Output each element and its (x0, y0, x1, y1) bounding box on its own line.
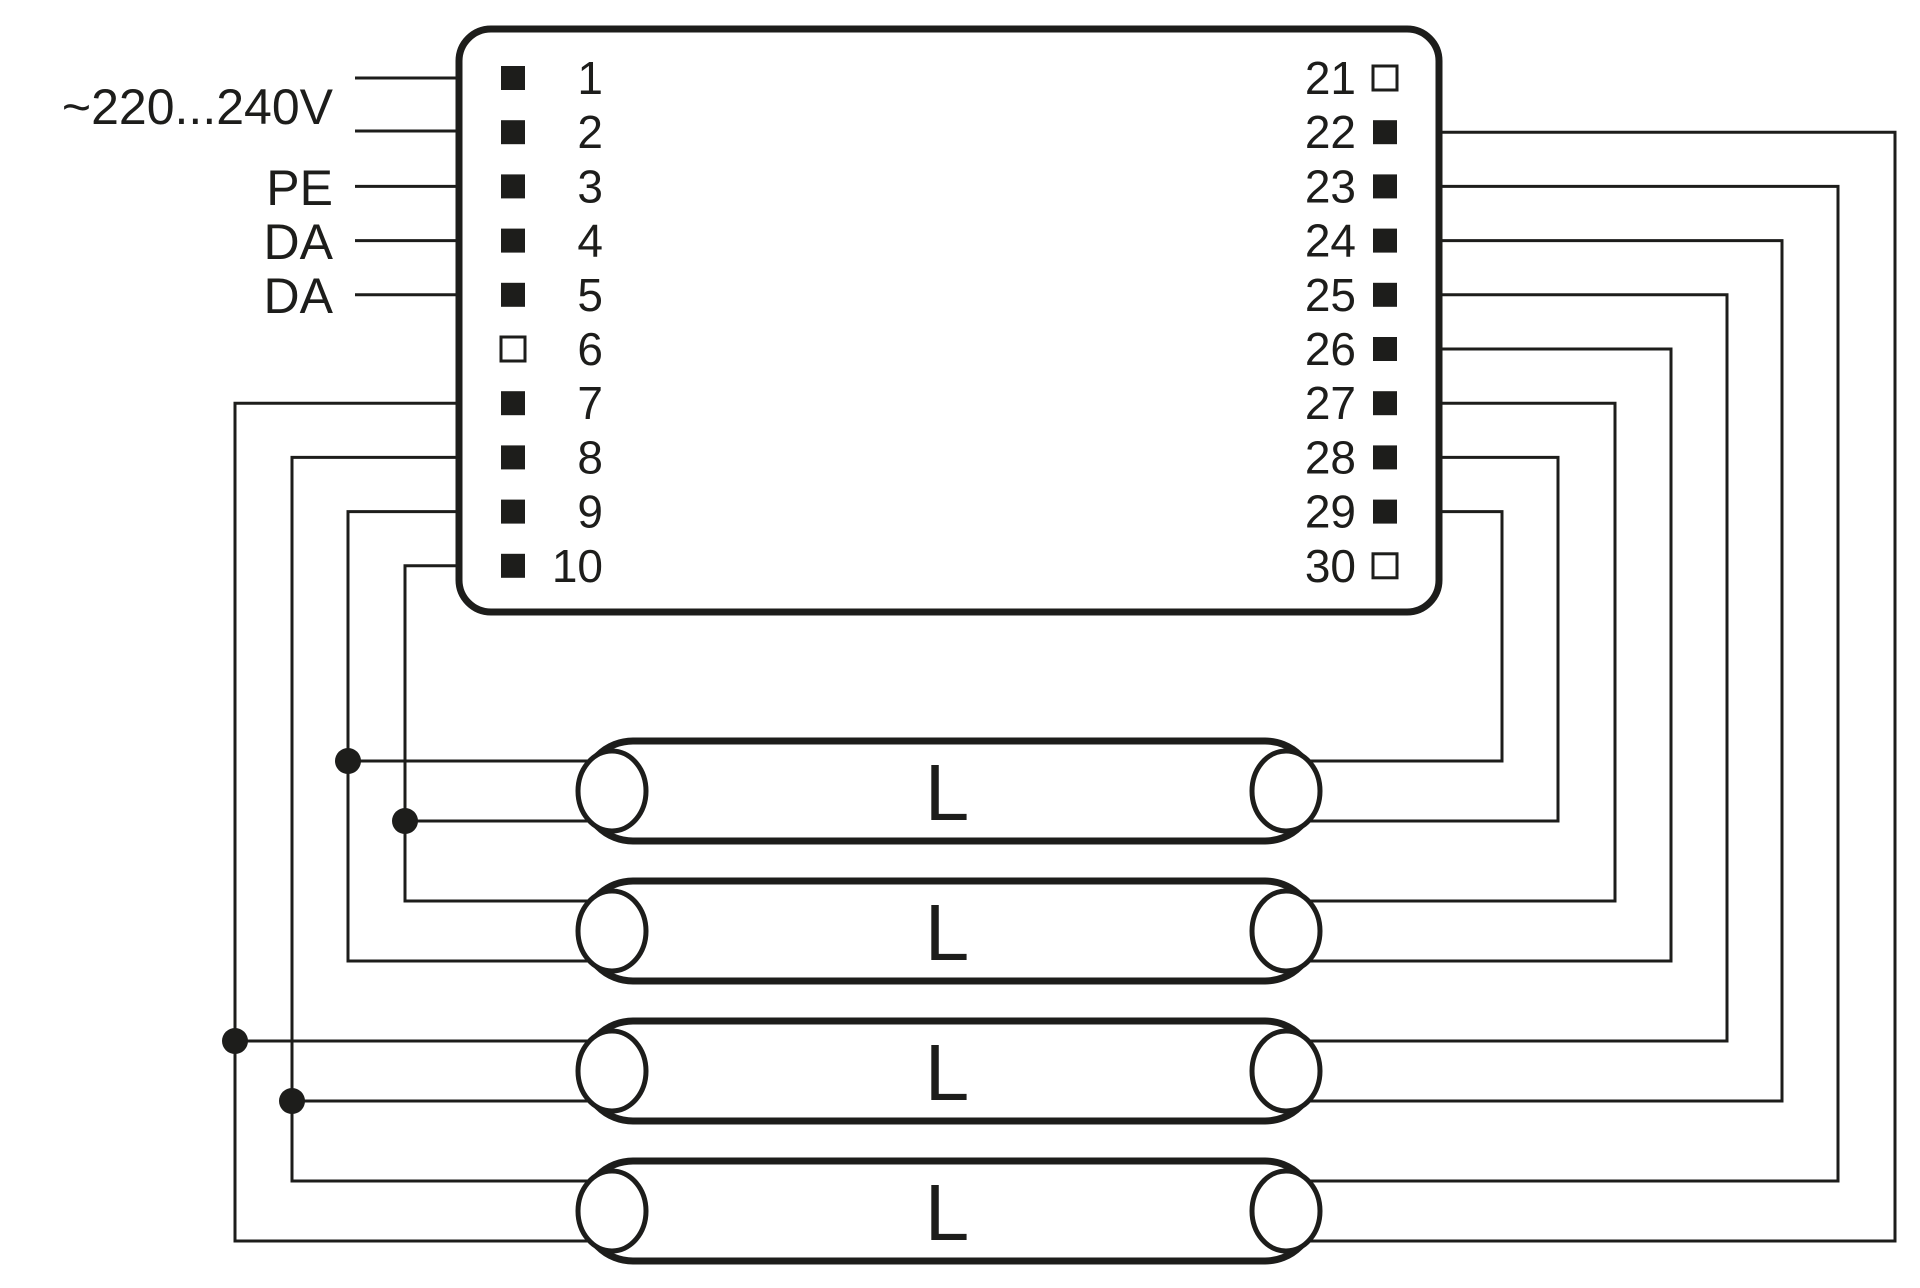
wire-24 (1286, 239, 1784, 1103)
wire-26 (1286, 347, 1673, 963)
terminal-label-25: 25 (1305, 269, 1356, 321)
terminal-9 (501, 499, 525, 524)
junctions (222, 748, 418, 1114)
lamp-4: L (575, 1157, 1323, 1265)
terminal-5 (501, 282, 525, 307)
lamp-2: L (575, 877, 1323, 985)
terminal-label-5: 5 (577, 269, 603, 321)
terminal-label-2: 2 (577, 106, 603, 158)
lamp-filament-right (1249, 1168, 1323, 1254)
junction-dot (222, 1028, 248, 1054)
wire-25 (1286, 293, 1729, 1043)
lamp-filament-left (575, 888, 649, 974)
terminal-22 (1373, 120, 1397, 145)
terminal-label-22: 22 (1305, 106, 1356, 158)
wire-8 (290, 455, 612, 1183)
wire-23 (1286, 184, 1840, 1183)
terminal-label-8: 8 (577, 431, 603, 483)
terminal-27 (1373, 391, 1397, 416)
terminal-28 (1373, 445, 1397, 470)
terminal-label-29: 29 (1305, 486, 1356, 538)
terminal-6 (499, 335, 527, 363)
lamp-filament-right (1249, 888, 1323, 974)
terminal-23 (1373, 174, 1397, 199)
lamp-label: L (925, 748, 970, 837)
da-label-1: DA (264, 214, 334, 270)
wires (233, 76, 1897, 1243)
terminal-label-23: 23 (1305, 160, 1356, 212)
terminal-29 (1373, 499, 1397, 524)
wire-27 (1286, 401, 1617, 903)
terminal-label-3: 3 (577, 160, 603, 212)
terminal-10 (501, 553, 525, 578)
terminal-label-1: 1 (577, 52, 603, 104)
terminal-label-9: 9 (577, 486, 603, 538)
terminal-label-27: 27 (1305, 377, 1356, 429)
terminal-label-30: 30 (1305, 540, 1356, 592)
junction-dot (392, 808, 418, 834)
lamp-label: L (925, 1028, 970, 1117)
terminal-26 (1373, 337, 1397, 361)
lamp-filament-right (1249, 1028, 1323, 1114)
lamp-label: L (925, 1168, 970, 1257)
ballast-box (455, 25, 1443, 616)
terminal-label-24: 24 (1305, 215, 1356, 267)
lamp-filament-left (575, 1028, 649, 1114)
wire-7 (233, 401, 612, 1243)
terminal-label-4: 4 (577, 215, 603, 267)
lamp-label: L (925, 888, 970, 977)
terminal-1 (501, 66, 525, 90)
wire-22 (1286, 130, 1897, 1243)
terminal-24 (1373, 228, 1397, 253)
lamp-1: L (575, 737, 1323, 845)
terminal-4 (501, 228, 525, 253)
terminal-label-10: 10 (552, 540, 603, 592)
wire-9 (346, 510, 612, 963)
lamp-filament-right (1249, 748, 1323, 834)
terminal-25 (1373, 282, 1397, 307)
junction-dot (335, 748, 361, 774)
terminal-2 (501, 120, 525, 145)
lamp-3: L (575, 1017, 1323, 1125)
terminal-7 (501, 391, 525, 416)
da-label-2: DA (264, 268, 334, 324)
wire-28 (1286, 455, 1560, 823)
terminal-label-28: 28 (1305, 431, 1356, 483)
terminal-label-26: 26 (1305, 323, 1356, 375)
wire-29 (1286, 510, 1504, 763)
lamp-filament-left (575, 748, 649, 834)
terminal-label-7: 7 (577, 377, 603, 429)
lamp-filament-left (575, 1168, 649, 1254)
terminal-3 (501, 174, 525, 199)
terminal-8 (501, 445, 525, 470)
supply-voltage-label: ~220...240V (62, 79, 334, 135)
terminal-30 (1371, 552, 1399, 580)
terminal-label-21: 21 (1305, 52, 1356, 104)
terminal-label-6: 6 (577, 323, 603, 375)
junction-dot (279, 1088, 305, 1114)
pe-label: PE (266, 160, 333, 216)
wire-10 (403, 564, 612, 903)
terminal-21 (1371, 64, 1399, 92)
